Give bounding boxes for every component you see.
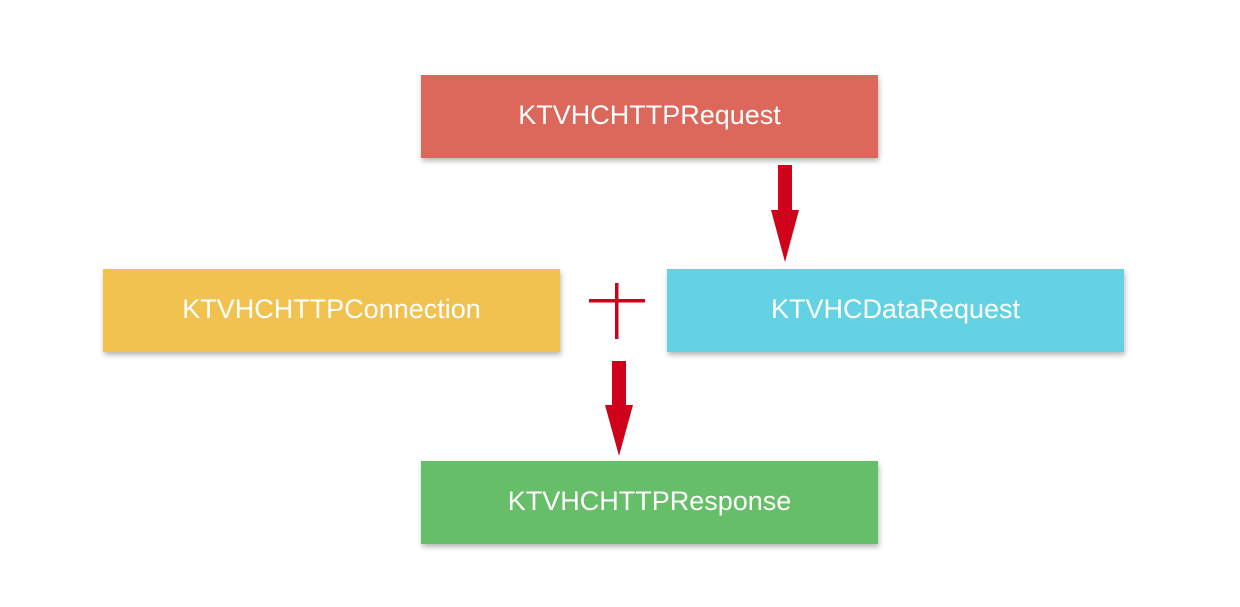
node-label: KTVHCDataRequest	[770, 294, 1021, 324]
node-ktvhchttprequest: KTVHCHTTPRequest	[421, 75, 878, 158]
arrow-to-response	[605, 361, 633, 456]
node-ktvhchttpresponse: KTVHCHTTPResponse	[421, 461, 878, 544]
node-label: KTVHCHTTPConnection	[182, 294, 481, 324]
node-ktvhchttpconnection: KTVHCHTTPConnection	[103, 269, 560, 352]
arrow-request-to-data	[771, 165, 799, 262]
node-label: KTVHCHTTPResponse	[507, 486, 792, 516]
node-ktvhcdatarequest: KTVHCDataRequest	[667, 269, 1124, 352]
plus-symbol-icon	[589, 283, 645, 339]
node-label: KTVHCHTTPRequest	[518, 100, 781, 130]
